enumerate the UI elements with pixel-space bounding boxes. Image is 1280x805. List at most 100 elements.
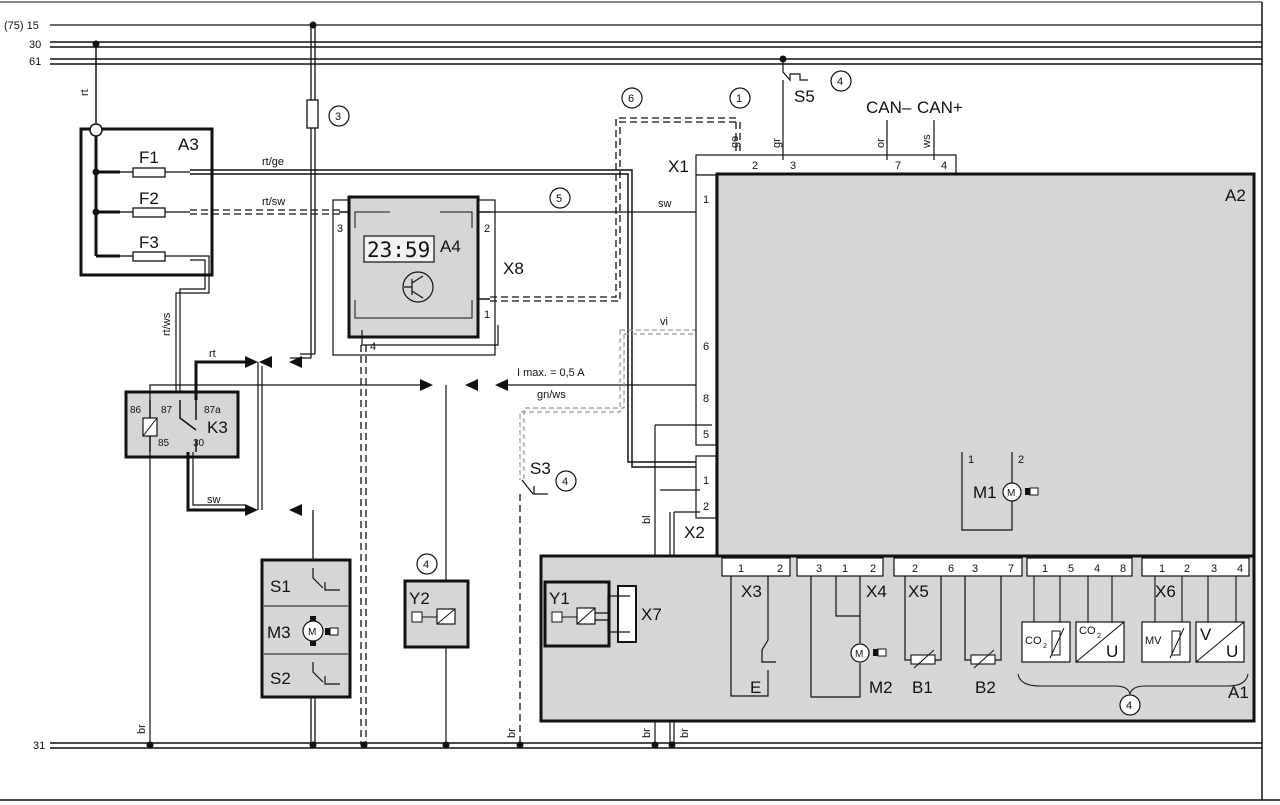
svg-text:1: 1 xyxy=(736,93,742,105)
k3-pin-87: 87 xyxy=(161,405,173,416)
x1-pin-6: 6 xyxy=(703,341,709,353)
wire-label-br-x2b: br xyxy=(679,728,691,738)
connector-x7-label: X7 xyxy=(641,605,662,624)
co2-sensor-label: CO xyxy=(1025,635,1042,647)
x1-pin-2: 2 xyxy=(752,160,758,172)
x1-pin-5: 5 xyxy=(703,429,709,441)
connector-x3-label: X3 xyxy=(741,582,762,601)
k3-pin-86: 86 xyxy=(130,405,142,416)
wire-label-rt-ge: rt/ge xyxy=(262,156,284,168)
callout-4-s3 xyxy=(555,470,577,492)
connector-x5-label: X5 xyxy=(908,582,929,601)
callout-1 xyxy=(729,87,751,109)
bus-label-30: 30 xyxy=(29,39,41,51)
svg-text:2: 2 xyxy=(1184,563,1190,575)
wire-label-or: or xyxy=(875,138,887,148)
k3-pin-87a: 87a xyxy=(204,405,221,416)
relay-k3-label: K3 xyxy=(207,418,228,437)
mv-sensor-label: MV xyxy=(1145,635,1162,647)
svg-text:2: 2 xyxy=(1097,633,1101,640)
svg-text:4: 4 xyxy=(562,476,568,488)
switch-s3-label: S3 xyxy=(530,459,551,478)
motor-m2-label: M2 xyxy=(869,678,893,697)
motor-m1-label: M1 xyxy=(973,483,997,502)
svg-text:6: 6 xyxy=(628,93,634,105)
connector-x6-label: X6 xyxy=(1155,582,1176,601)
svg-text:4: 4 xyxy=(1237,563,1243,575)
x1-pin-7: 7 xyxy=(895,160,901,172)
m1-pin-2: 2 xyxy=(1018,454,1024,466)
wire-label-gr: gr xyxy=(771,138,783,148)
callout-4-a1 xyxy=(1119,694,1141,716)
wire-label-gn-ws: gn/ws xyxy=(537,389,566,401)
clock-module-a4-label: A4 xyxy=(440,237,461,256)
valve-y1-label: Y1 xyxy=(549,589,570,608)
wire-label-rt-sw: rt/sw xyxy=(262,196,285,208)
switch-s5: S5 4 xyxy=(779,55,852,160)
wire-label-bl: bl xyxy=(641,515,653,524)
x8-pin-3: 3 xyxy=(337,223,343,235)
v-transducer-label: V xyxy=(1200,625,1212,644)
callout-4-s5 xyxy=(830,70,852,92)
callout-3 xyxy=(328,105,350,127)
connector-x2: X2 1 2 bl xyxy=(641,424,717,542)
connector-x2-label: X2 xyxy=(684,523,705,542)
x8-pin-4: 4 xyxy=(370,341,376,353)
m1-pin-1: 1 xyxy=(968,454,974,466)
svg-text:7: 7 xyxy=(1008,563,1014,575)
callout-5 xyxy=(549,187,571,209)
fuse-f3-label: F3 xyxy=(139,233,159,252)
wire-label-br-x2: br xyxy=(641,728,653,738)
can-plus-label: CAN+ xyxy=(917,98,963,117)
wire-label-sw-a2: sw xyxy=(658,198,672,210)
connector-x1: X1 2 3 7 4 1 6 8 5 ge gr or ws CAN– CAN+ xyxy=(668,98,963,446)
switch-s3: vi S3 4 xyxy=(519,316,700,495)
x2-pin-1: 1 xyxy=(703,475,709,487)
control-unit-a1: A1 Y1 X7 1 2 3 1 2 2 6 3 7 1 5 4 8 1 2 3… xyxy=(539,554,1256,723)
svg-text:1: 1 xyxy=(738,563,744,575)
x1-pin-1: 1 xyxy=(703,194,709,206)
valve-y2-label: Y2 xyxy=(409,589,430,608)
fuse-f1-label: F1 xyxy=(139,148,159,167)
control-unit-a1-label: A1 xyxy=(1228,683,1249,702)
can-minus-label: CAN– xyxy=(866,98,912,117)
fuse-box-a3-label: A3 xyxy=(178,135,199,154)
svg-text:4: 4 xyxy=(1126,700,1132,712)
control-unit-a2: A2 M1 M 1 2 xyxy=(715,172,1256,559)
valve-y2: Y2 4 xyxy=(403,553,470,649)
svg-text:3: 3 xyxy=(816,563,822,575)
fuse-f2-label: F2 xyxy=(139,189,159,208)
bus-label-61: 61 xyxy=(29,56,41,68)
svg-text:2: 2 xyxy=(1043,643,1047,650)
wire-label-rt-k3: rt xyxy=(209,348,216,360)
co2-transducer-label: CO xyxy=(1079,625,1096,637)
fuse-box-a3: rt F1 F2 F3 A3 xyxy=(79,40,214,277)
callout-6 xyxy=(621,87,643,109)
motor-m3-label: M3 xyxy=(267,623,291,642)
wire-label-ws: ws xyxy=(921,134,933,149)
clock-display: 23:59 xyxy=(367,238,430,262)
svg-text:2: 2 xyxy=(870,563,876,575)
svg-text:3: 3 xyxy=(1211,563,1217,575)
svg-text:1: 1 xyxy=(842,563,848,575)
element-e-label: E xyxy=(750,678,761,697)
svg-text:5: 5 xyxy=(1068,563,1074,575)
bus-label-31: 31 xyxy=(33,740,45,752)
svg-text:5: 5 xyxy=(556,193,562,205)
svg-text:2: 2 xyxy=(777,563,783,575)
svg-text:2: 2 xyxy=(912,563,918,575)
svg-text:M: M xyxy=(308,627,316,638)
svg-text:U: U xyxy=(1226,642,1238,661)
connector-x1-label: X1 xyxy=(668,157,689,176)
svg-text:4: 4 xyxy=(1094,563,1100,575)
svg-text:U: U xyxy=(1106,642,1118,661)
k3-pin-30: 30 xyxy=(193,438,205,449)
svg-text:4: 4 xyxy=(837,76,843,88)
svg-text:M: M xyxy=(1007,488,1015,499)
fuse-3 xyxy=(290,21,319,359)
x1-pin-4: 4 xyxy=(941,160,947,172)
svg-text:6: 6 xyxy=(948,563,954,575)
wire-label-rt-ws: rt/ws xyxy=(161,312,173,336)
x2-pin-2: 2 xyxy=(703,501,709,513)
imax-label: I max. = 0,5 A xyxy=(517,367,585,379)
